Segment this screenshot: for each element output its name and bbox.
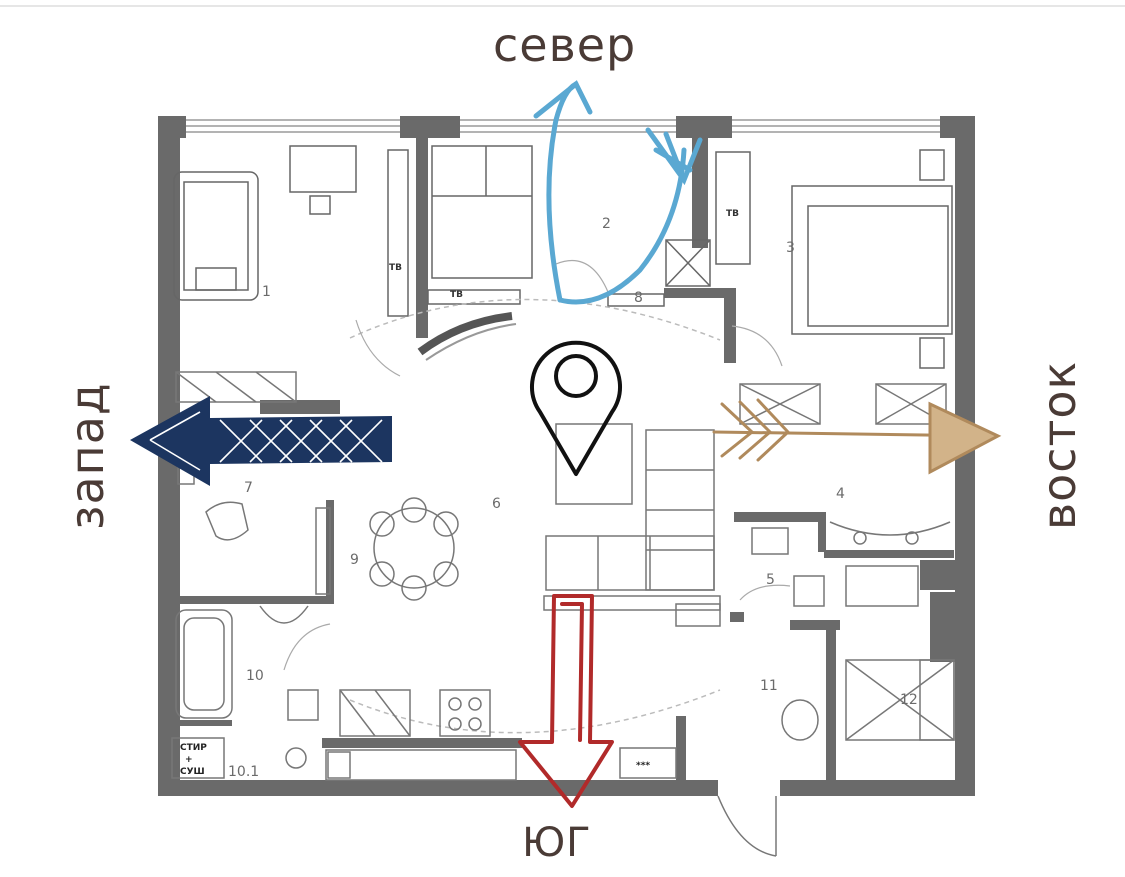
east-label: восток: [1032, 360, 1086, 530]
west-arrow-icon: [130, 396, 392, 486]
stars-label: ***: [636, 761, 650, 771]
door-arcs: [283, 259, 791, 671]
room-10-furniture: [171, 605, 319, 779]
north-label: север: [493, 18, 637, 72]
tv-label-3: ТВ: [726, 209, 739, 219]
north-arrow-icon: [533, 80, 703, 305]
interior-walls: [168, 138, 960, 790]
kitchen-counters: [325, 689, 677, 781]
location-pin-icon: [530, 340, 622, 476]
room-label-10: 10: [246, 668, 264, 684]
room-label-2: 2: [602, 216, 611, 232]
room-label-11: 11: [760, 678, 778, 694]
room-3-furniture: [715, 149, 953, 369]
room-label-9: 9: [350, 552, 359, 568]
tv-label-2: ТВ: [450, 290, 463, 300]
room-label-7: 7: [244, 480, 253, 496]
room-label-6: 6: [492, 496, 501, 512]
room-label-10-1: 10.1: [228, 764, 259, 780]
room-label-5: 5: [766, 572, 775, 588]
washer-label-1: СТИР: [180, 743, 207, 753]
windows: [186, 119, 940, 133]
room-label-4: 4: [836, 486, 845, 502]
tv-label-1: ТВ: [389, 263, 402, 273]
room-label-12: 12: [900, 692, 918, 708]
east-arrow-icon: [712, 398, 1002, 475]
room-label-8: 8: [634, 290, 643, 306]
room-6-furniture: [349, 298, 721, 734]
south-label: ЮГ: [522, 820, 592, 866]
room-label-3: 3: [786, 240, 795, 256]
room-2-furniture: [427, 145, 711, 307]
washer-label-2: +: [185, 755, 193, 765]
room-label-1: 1: [262, 284, 271, 300]
south-arrow-icon: [518, 594, 614, 808]
room-1-furniture: [173, 145, 409, 317]
washer-label-3: СУШ: [180, 767, 205, 777]
room-numbers: 1 2 3 4 5 6 7 8 9 10 10.1 11 12: [228, 216, 918, 780]
west-label: запад: [60, 382, 114, 530]
